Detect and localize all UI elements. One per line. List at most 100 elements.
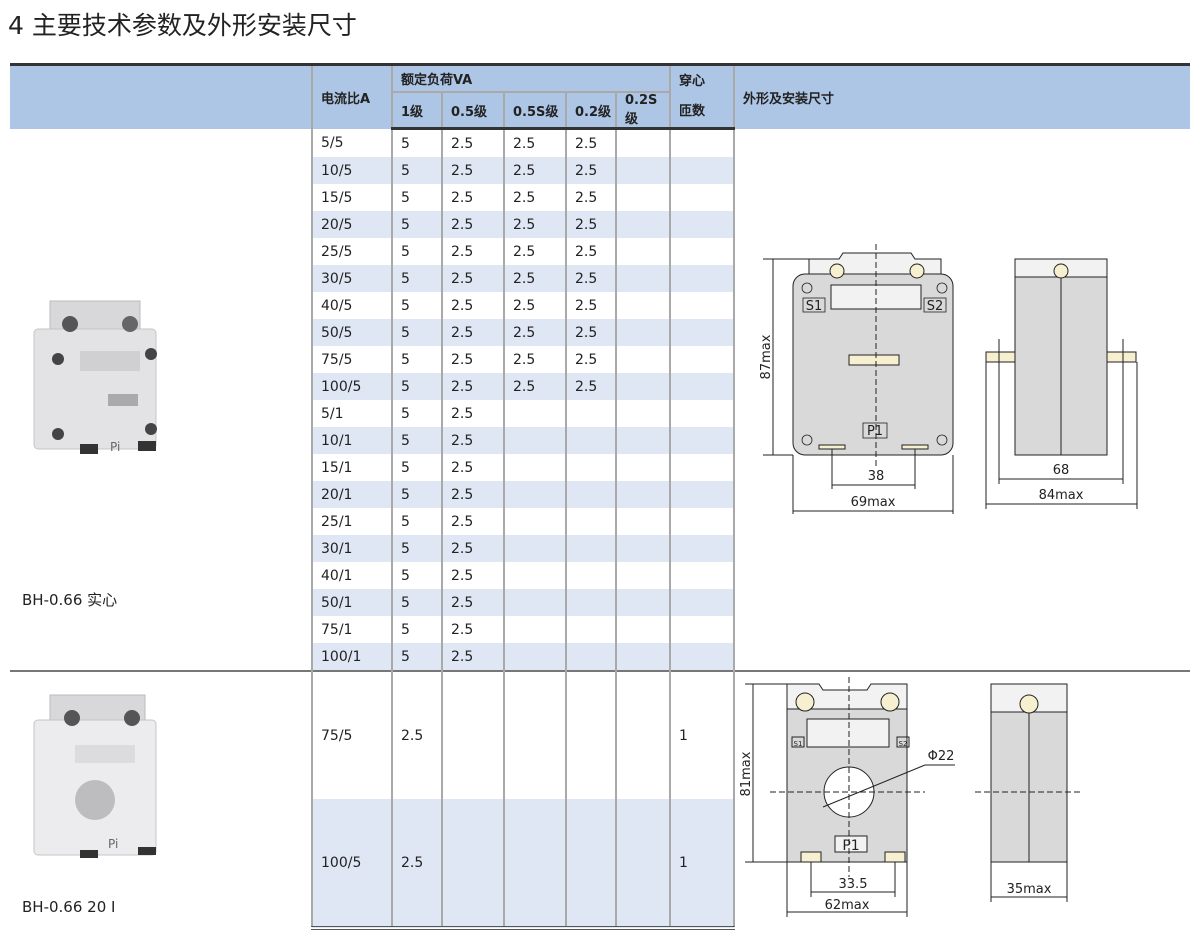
- header-ratio: 电流比A: [311, 63, 392, 129]
- load-cell: [615, 616, 670, 643]
- load-cell: 2.5: [503, 238, 566, 265]
- load-cell: 5: [391, 427, 442, 454]
- ratio-cell: 75/5: [311, 670, 392, 799]
- load-cell: 2.5: [441, 508, 504, 535]
- load-cell: 5: [391, 211, 442, 238]
- load-cell: [615, 799, 670, 930]
- load-cell: [615, 562, 670, 589]
- load-cell: 5: [391, 128, 442, 157]
- load-cell: [503, 670, 566, 799]
- load-cell: 5: [391, 481, 442, 508]
- load-cell: 2.5: [503, 265, 566, 292]
- ratio-cell: 5/5: [311, 128, 392, 157]
- load-cell: 5: [391, 157, 442, 184]
- load-cell: 2.5: [441, 128, 504, 157]
- load-cell: [503, 616, 566, 643]
- load-cell: [503, 589, 566, 616]
- load-cell: [441, 799, 504, 930]
- load-cell: [615, 508, 670, 535]
- load-cell: 2.5: [441, 292, 504, 319]
- turns-cell: 1: [669, 799, 734, 930]
- dim-hole-spacing: 33.5: [839, 877, 868, 892]
- load-cell: [503, 427, 566, 454]
- dim-hole-spacing: 38: [868, 469, 885, 484]
- header-class-0.2s: 0.2S级: [615, 92, 670, 130]
- load-cell: 2.5: [391, 799, 442, 930]
- turns-cell: [669, 535, 734, 562]
- load-cell: [503, 562, 566, 589]
- load-cell: 2.5: [503, 157, 566, 184]
- load-cell: [615, 481, 670, 508]
- load-cell: 2.5: [565, 157, 616, 184]
- model-cell: Pi BH-0.66 20 I: [10, 670, 312, 928]
- load-cell: [503, 799, 566, 930]
- load-cell: 2.5: [441, 319, 504, 346]
- ratio-cell: 10/5: [311, 157, 392, 184]
- load-cell: 2.5: [565, 238, 616, 265]
- load-cell: 2.5: [441, 562, 504, 589]
- turns-cell: [669, 400, 734, 427]
- turns-cell: [669, 211, 734, 238]
- load-cell: 5: [391, 535, 442, 562]
- load-cell: [615, 643, 670, 671]
- ratio-cell: 30/5: [311, 265, 392, 292]
- load-cell: 2.5: [441, 373, 504, 400]
- ratio-cell: 25/1: [311, 508, 392, 535]
- header-turns-1: 穿心: [669, 63, 734, 92]
- turns-cell: [669, 128, 734, 157]
- terminal-label-s1: S1: [794, 740, 803, 748]
- load-cell: 5: [391, 643, 442, 671]
- load-cell: [503, 454, 566, 481]
- terminal-label-s2: S2: [927, 299, 944, 314]
- header-model-cell: [10, 63, 312, 129]
- turns-cell: 1: [669, 670, 734, 799]
- load-cell: [615, 670, 670, 799]
- load-cell: 2.5: [503, 292, 566, 319]
- dim-diameter: Φ22: [928, 749, 955, 764]
- ratio-cell: 50/1: [311, 589, 392, 616]
- ratio-cell: 5/1: [311, 400, 392, 427]
- load-cell: 5: [391, 184, 442, 211]
- dimension-drawing-solid-core: S1 S2 P1 38 69max 68 84max 87max: [759, 243, 1138, 514]
- load-cell: [565, 535, 616, 562]
- load-cell: 2.5: [565, 184, 616, 211]
- ratio-cell: 30/1: [311, 535, 392, 562]
- load-cell: 5: [391, 508, 442, 535]
- load-cell: 2.5: [441, 157, 504, 184]
- ratio-cell: 20/1: [311, 481, 392, 508]
- load-cell: 2.5: [441, 535, 504, 562]
- load-cell: [615, 292, 670, 319]
- ratio-cell: 75/1: [311, 616, 392, 643]
- ratio-cell: 20/5: [311, 211, 392, 238]
- dim-height: 81max: [739, 751, 754, 796]
- load-cell: 2.5: [565, 319, 616, 346]
- turns-cell: [669, 319, 734, 346]
- load-cell: [615, 128, 670, 157]
- load-cell: [615, 535, 670, 562]
- load-cell: 2.5: [503, 128, 566, 157]
- load-cell: [615, 319, 670, 346]
- load-cell: 2.5: [503, 211, 566, 238]
- drawing-cell: S1 S2 P1 Φ22 33.5 62max 35max 81max: [733, 670, 1190, 928]
- load-cell: 2.5: [441, 481, 504, 508]
- spec-table: 电流比A 额定负荷VA 穿心 外形及安装尺寸 1级 0.5级 0.5S级 0.2…: [10, 63, 1190, 930]
- ratio-cell: 75/5: [311, 346, 392, 373]
- header-rated-load: 额定负荷VA: [391, 63, 670, 93]
- load-cell: 2.5: [565, 211, 616, 238]
- load-cell: [615, 427, 670, 454]
- load-cell: [615, 184, 670, 211]
- load-cell: [615, 400, 670, 427]
- load-cell: [565, 481, 616, 508]
- product-photo-window-type: Pi: [33, 694, 157, 858]
- turns-cell: [669, 265, 734, 292]
